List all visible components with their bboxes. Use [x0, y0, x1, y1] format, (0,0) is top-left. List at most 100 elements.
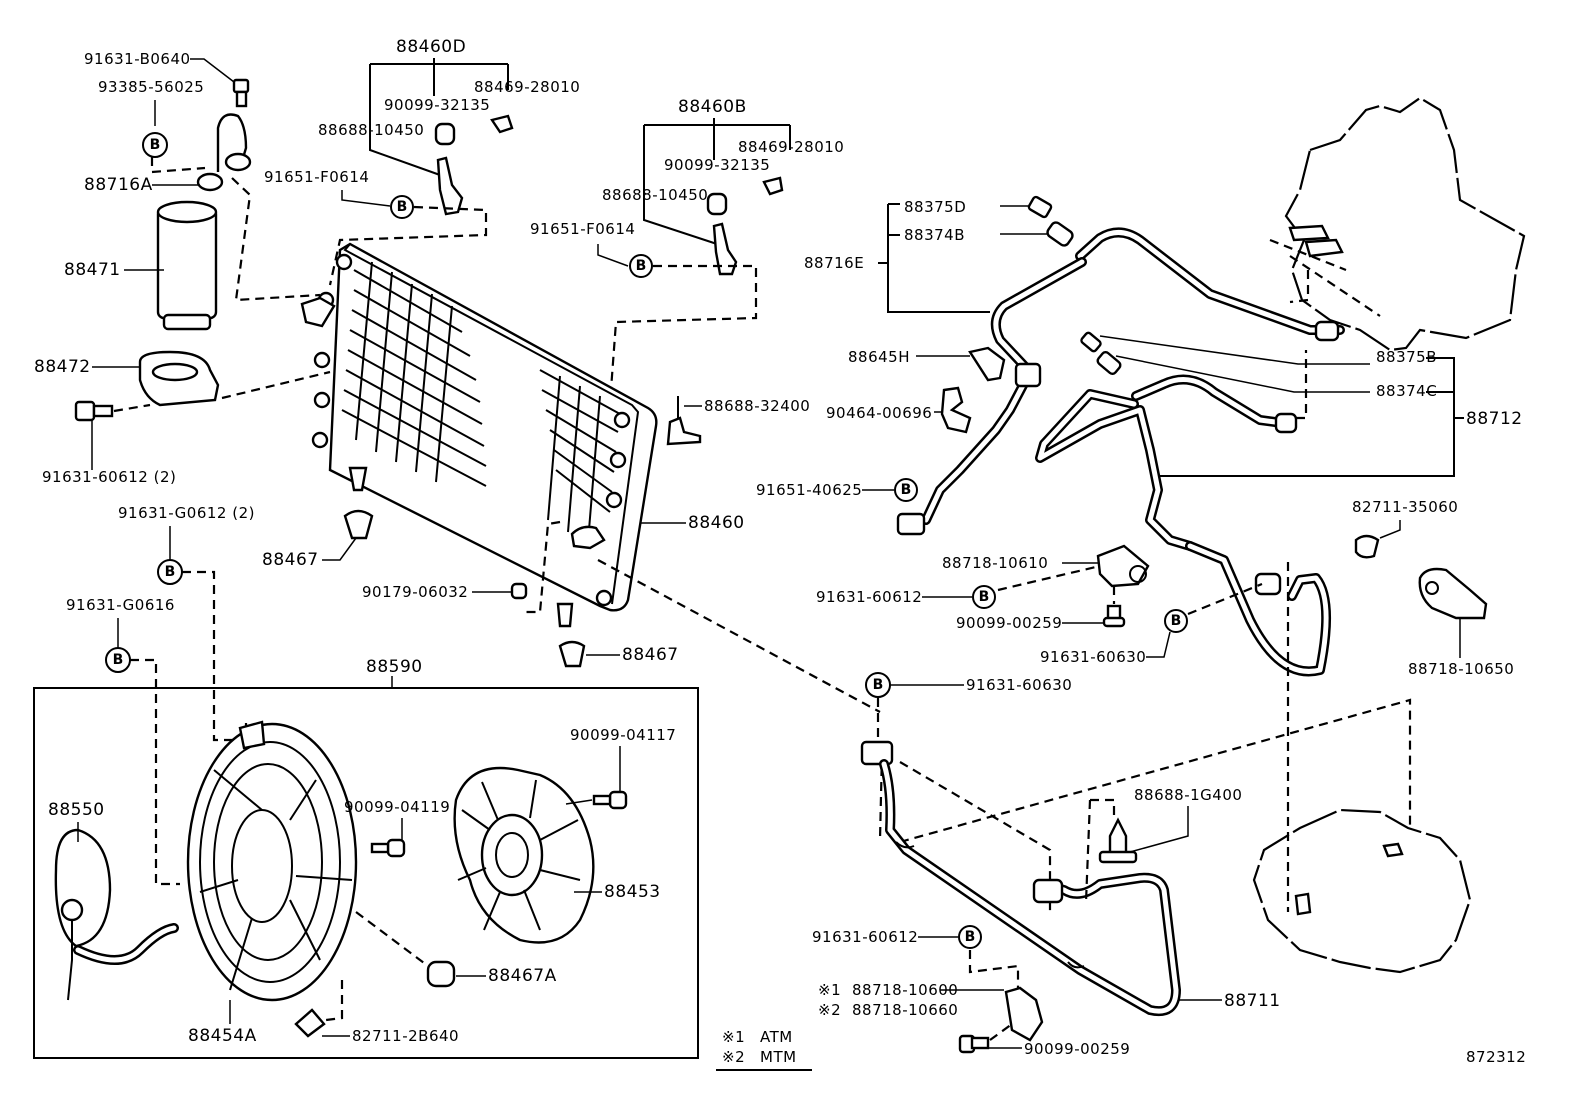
part-label[interactable]: 91631-60612 [812, 928, 918, 946]
part-label[interactable]: 88460B [678, 97, 747, 117]
o-ring-icon [1080, 331, 1122, 375]
part-label[interactable]: 88718-10600 [852, 981, 958, 999]
fan-motor-icon [54, 828, 179, 1001]
liquid-pipe-group: 88375B 88374C 88712 [1035, 331, 1523, 677]
cushion-icon [706, 192, 728, 216]
part-label[interactable]: 88472 [34, 357, 91, 377]
svg-text:B: B [965, 929, 976, 945]
bolt-marker-b: B [958, 925, 982, 949]
dashed-connector [130, 658, 180, 886]
part-label[interactable]: 88375D [904, 198, 966, 216]
part-label[interactable]: 88688-10450 [602, 186, 708, 204]
leader-line [1379, 520, 1401, 539]
grommet-icon [343, 466, 374, 540]
svg-text:B: B [979, 589, 990, 605]
pin-icon [762, 176, 784, 196]
pin-icon [490, 114, 514, 134]
part-label[interactable]: 88374C [1376, 382, 1437, 400]
note-mark: ※2 [818, 1001, 841, 1019]
dashed-connector [221, 370, 331, 400]
dashed-connector [150, 157, 206, 174]
part-label[interactable]: 91651-F0614 [530, 220, 635, 238]
fan-shroud-icon [186, 720, 358, 1002]
part-label[interactable]: 88718-10610 [942, 554, 1048, 572]
part-label[interactable]: 90464-00696 [826, 404, 932, 422]
condenser-fins [341, 261, 621, 543]
note-text: ATM [760, 1028, 793, 1046]
bracket-clamp-icon [138, 350, 220, 407]
part-label[interactable]: 91631-G0612 (2) [118, 504, 255, 522]
bracket-set-88460b: 88460B 88469-28010 90099-32135 88688-104… [530, 97, 844, 431]
part-label[interactable]: 88718-10660 [852, 1001, 958, 1019]
part-label[interactable]: 88453 [604, 882, 661, 902]
part-label[interactable]: 91651-F0614 [264, 168, 369, 186]
part-label[interactable]: 88467 [262, 550, 319, 570]
receiver-drier-icon [156, 200, 218, 331]
clamp-icon [940, 386, 972, 434]
bolt-marker-b: B [1164, 609, 1188, 633]
part-label[interactable]: 88469-28010 [474, 78, 580, 96]
part-label[interactable]: 88460D [396, 37, 466, 57]
part-label[interactable]: 90179-06032 [362, 583, 468, 601]
leader-line [565, 799, 593, 805]
dashed-connector [1084, 798, 1116, 903]
part-label[interactable]: 90099-04117 [570, 726, 676, 744]
part-label[interactable]: 91631-60630 [1040, 648, 1146, 666]
clip-icon [294, 1008, 326, 1038]
part-label[interactable]: 88712 [1466, 409, 1523, 429]
condenser-icon [300, 242, 658, 612]
part-label[interactable]: 88471 [64, 260, 121, 280]
part-label[interactable]: 91631-G0616 [66, 596, 175, 614]
part-label[interactable]: 88454A [188, 1026, 257, 1046]
part-label[interactable]: 82711-35060 [1352, 498, 1458, 516]
part-label[interactable]: 88550 [48, 800, 105, 820]
part-label[interactable]: 91631-60630 [966, 676, 1072, 694]
bolt-marker-b: B [142, 132, 168, 158]
svg-text:B: B [873, 677, 884, 693]
discharge-hose-group: 88375D 88374B 88716E [804, 195, 1345, 536]
dashed-connector [968, 950, 1020, 990]
pipe-fitting-icon [1274, 412, 1298, 434]
part-label[interactable]: 88716A [84, 175, 153, 195]
part-label[interactable]: 91631-60612 [816, 588, 922, 606]
part-label[interactable]: 90099-32135 [664, 156, 770, 174]
part-label[interactable]: 90099-04119 [344, 798, 450, 816]
screw-icon [592, 790, 628, 810]
part-label[interactable]: 82711-2B640 [352, 1027, 459, 1045]
part-label[interactable]: 88590 [366, 657, 423, 677]
part-label[interactable]: 88711 [1224, 991, 1281, 1011]
bolt-icon [1102, 604, 1126, 628]
bracket-leader [643, 118, 791, 246]
part-label[interactable]: 90099-00259 [1024, 1040, 1130, 1058]
part-label[interactable]: 88718-10650 [1408, 660, 1514, 678]
part-label[interactable]: 88716E [804, 254, 864, 272]
part-label[interactable]: 88688-10450 [318, 121, 424, 139]
dashed-connector [231, 177, 321, 302]
bracket-leader [878, 203, 990, 313]
part-label[interactable]: 93385-56025 [98, 78, 204, 96]
part-label[interactable]: 90099-00259 [956, 614, 1062, 632]
part-label[interactable]: 91651-40625 [756, 481, 862, 499]
dashed-connector [606, 264, 758, 431]
clamp-icon [1096, 544, 1150, 588]
part-label[interactable]: 91631-60612 (2) [42, 468, 176, 486]
grommet-icon [426, 960, 456, 988]
part-label[interactable]: 88467A [488, 966, 557, 986]
fan-blade-icon [453, 766, 595, 944]
part-label[interactable]: 90099-32135 [384, 96, 490, 114]
note-mark: ※2 [722, 1048, 745, 1066]
part-label[interactable]: 88469-28010 [738, 138, 844, 156]
bracket-icon [1382, 842, 1404, 858]
part-label[interactable]: 88688-32400 [704, 397, 810, 415]
part-label[interactable]: 91631-B0640 [84, 50, 191, 68]
part-label[interactable]: 88467 [622, 645, 679, 665]
dashed-connector [1296, 350, 1308, 420]
part-label[interactable]: 88645H [848, 348, 910, 366]
part-label[interactable]: 88374B [904, 226, 965, 244]
part-label[interactable]: 88375B [1376, 348, 1437, 366]
part-label[interactable]: 88688-1G400 [1134, 786, 1242, 804]
part-label[interactable]: 88460 [688, 513, 745, 533]
dashed-connector [113, 403, 151, 413]
leader-line [322, 537, 357, 561]
